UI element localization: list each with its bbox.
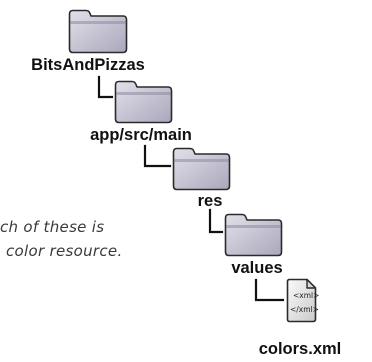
annotation-line-2: color resource.: [6, 242, 123, 260]
xml-open-tag: <xml>: [293, 291, 319, 300]
connector-line: [97, 75, 114, 99]
folder-icon[interactable]: [68, 9, 128, 54]
folder-icon[interactable]: [172, 147, 231, 191]
folder-label-bitsandpizzas: BitsAndPizzas: [31, 56, 145, 74]
xml-close-tag: </xml>: [290, 305, 319, 314]
folder-label-res: res: [198, 192, 223, 210]
connector-line: [254, 278, 285, 302]
connector-line: [208, 208, 224, 234]
annotation-line-1: ch of these is: [0, 218, 104, 236]
folder-icon[interactable]: [224, 213, 283, 257]
connector-line: [143, 144, 172, 168]
xml-file-icon[interactable]: <xml> </xml>: [286, 278, 320, 323]
folder-label-app-src-main: app/src/main: [90, 126, 192, 144]
folder-label-values: values: [231, 259, 282, 277]
folder-icon[interactable]: [114, 80, 173, 124]
file-label-colors-xml: colors.xml: [259, 340, 342, 358]
